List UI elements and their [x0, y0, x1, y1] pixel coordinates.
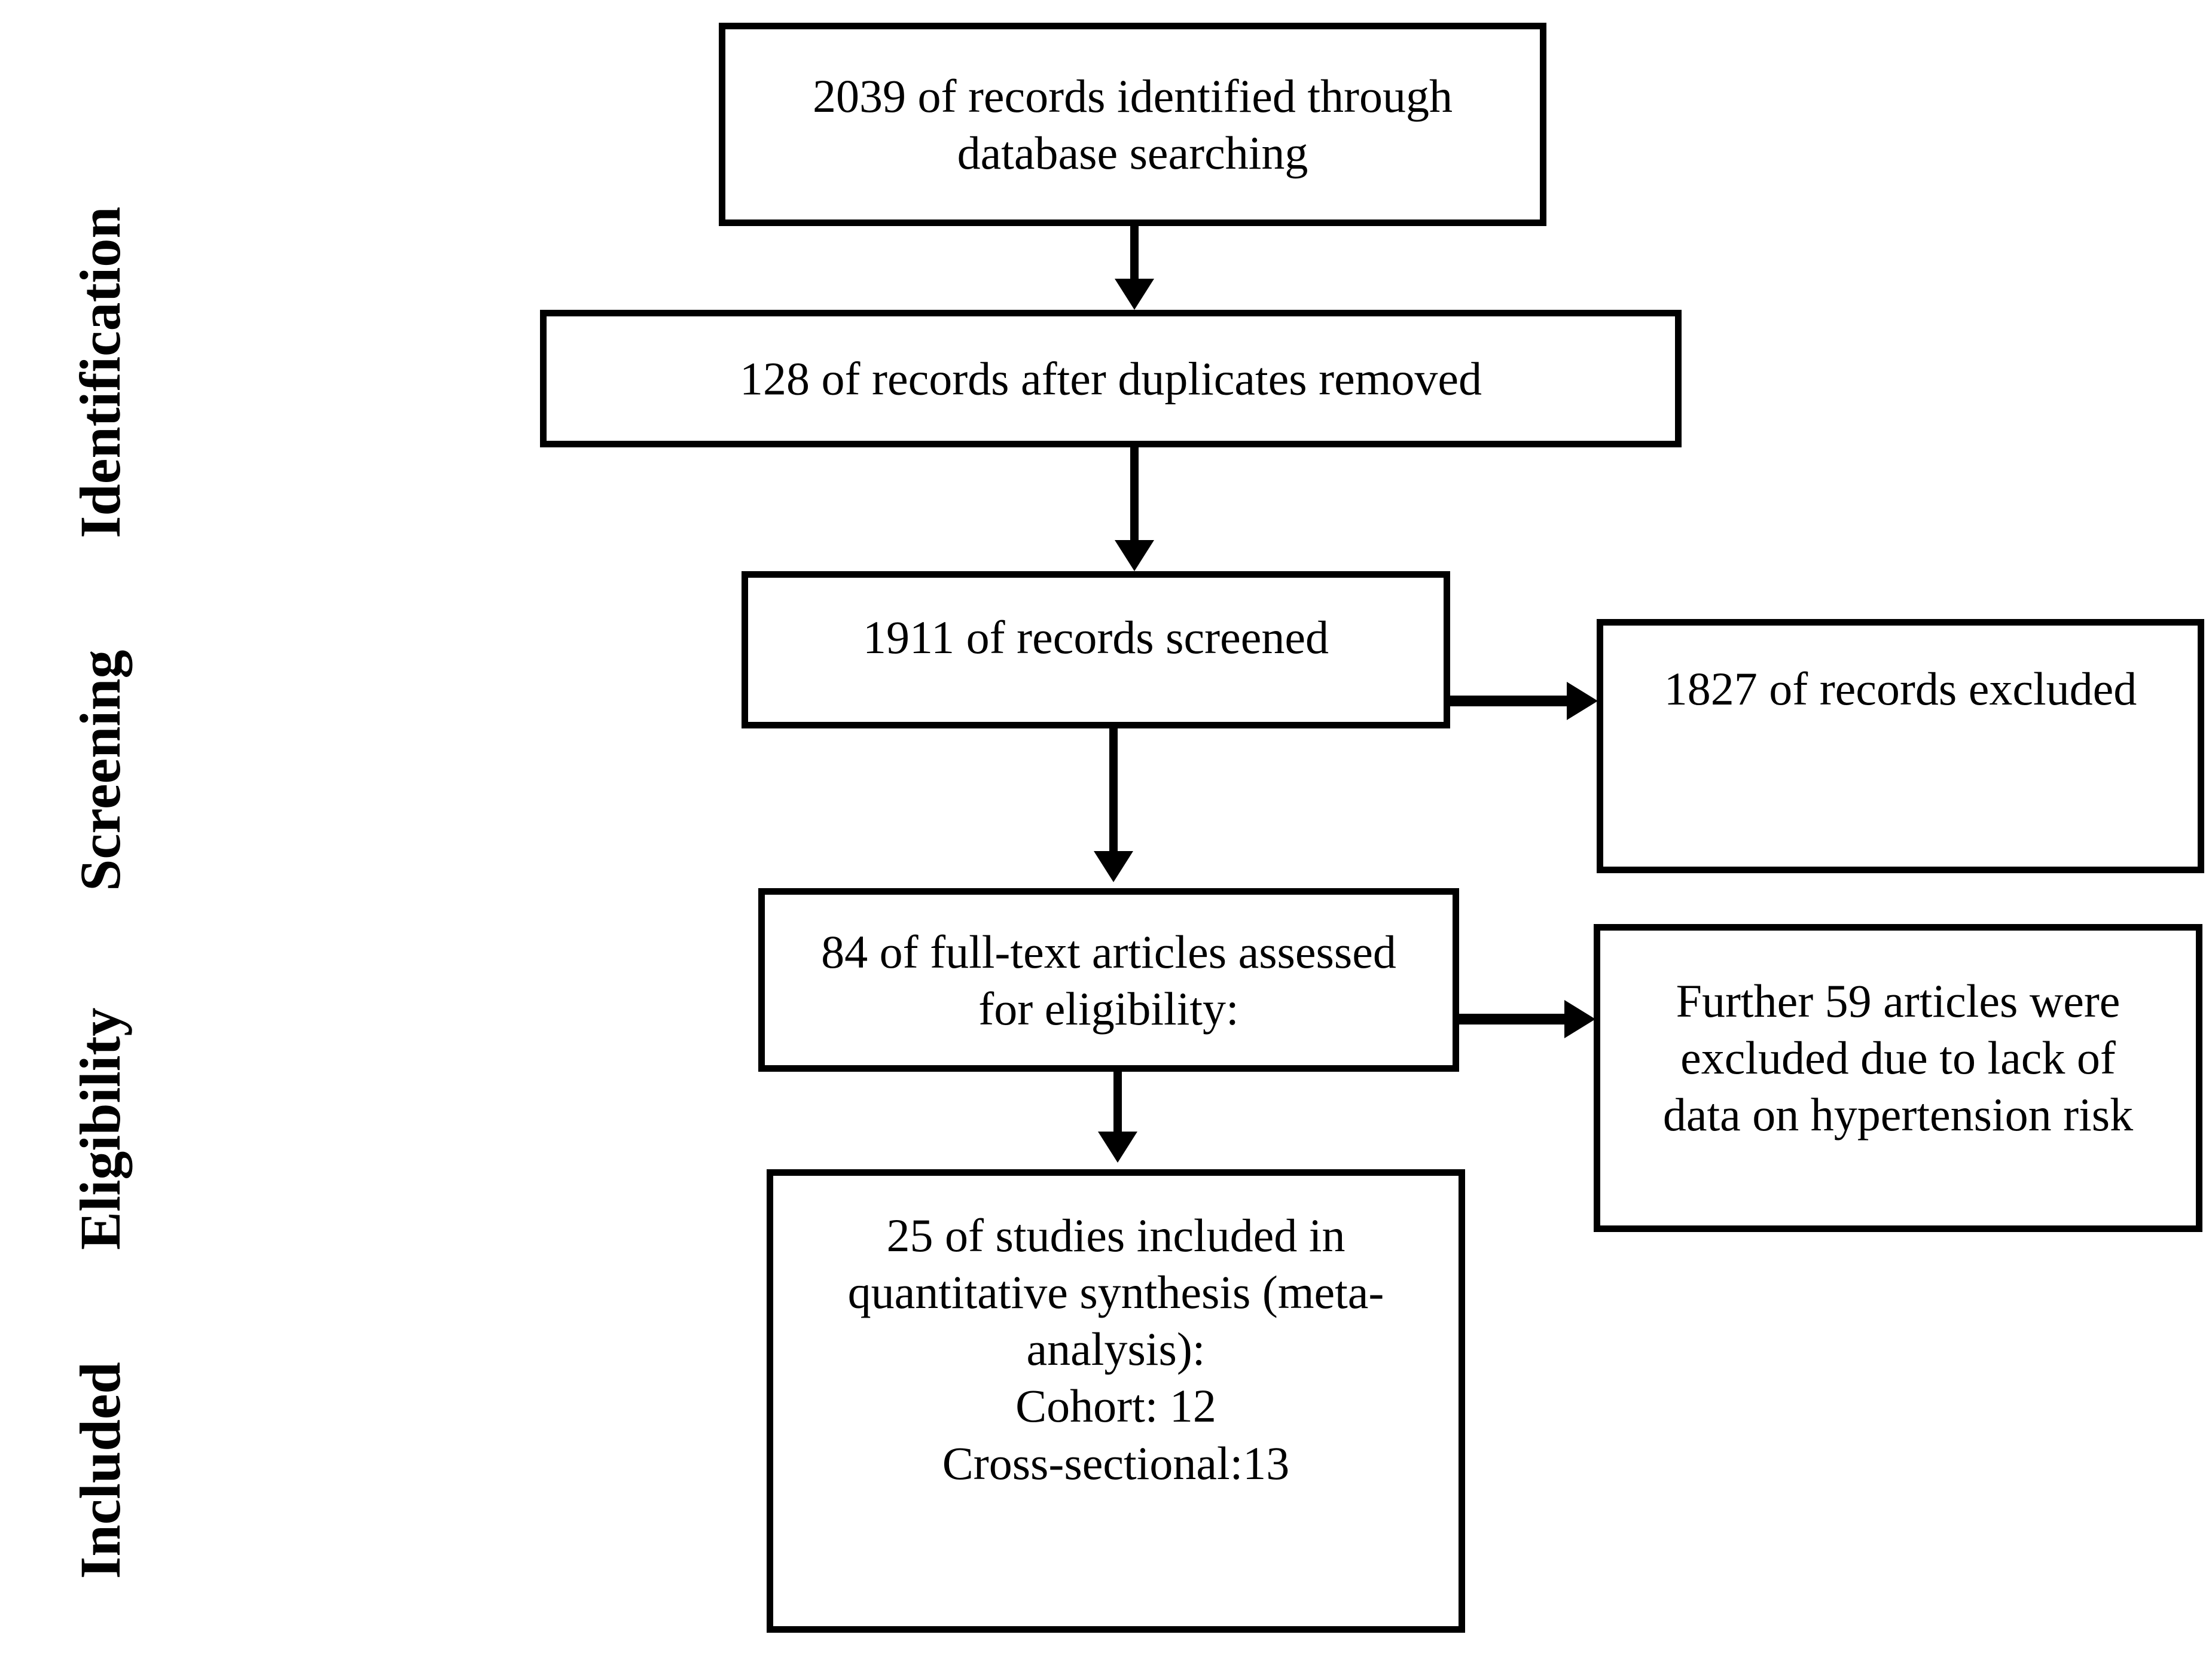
arrow-duplicates-to-screened-head	[1115, 540, 1154, 571]
arrow-screened-to-excluded-stem	[1450, 696, 1570, 706]
box-fulltext-excluded-line2: excluded due to lack of	[1680, 1032, 2116, 1084]
stage-label-identification: Identification	[68, 206, 132, 538]
box-included-studies: 25 of studies included in quantitative s…	[767, 1169, 1465, 1633]
box-included-studies-line4: Cohort: 12	[1015, 1380, 1216, 1432]
stage-label-included: Included	[68, 1362, 132, 1579]
box-records-identified-line2: database searching	[957, 127, 1308, 179]
arrow-fulltext-to-included-head	[1098, 1132, 1137, 1163]
box-fulltext-assessed: 84 of full-text articles assessed for el…	[758, 888, 1459, 1072]
box-records-screened: 1911 of records screened	[742, 571, 1450, 728]
box-records-identified-text: 2039 of records identified through datab…	[725, 68, 1540, 181]
arrow-identified-to-duplicates-stem	[1130, 226, 1139, 286]
box-records-screened-text: 1911 of records screened	[748, 609, 1444, 666]
box-duplicates-removed-text: 128 of records after duplicates removed	[547, 350, 1675, 407]
box-records-excluded: 1827 of records excluded	[1597, 619, 2204, 873]
box-fulltext-excluded-line1: Further 59 articles were	[1676, 975, 2121, 1027]
box-fulltext-assessed-line1: 84 of full-text articles assessed	[821, 925, 1396, 978]
box-records-identified: 2039 of records identified through datab…	[719, 23, 1546, 226]
box-included-studies-line3: analysis):	[1026, 1323, 1206, 1376]
box-records-excluded-text: 1827 of records excluded	[1603, 660, 2198, 717]
box-fulltext-excluded-line3: data on hypertension risk	[1662, 1088, 2134, 1141]
box-records-screened-line1: 1911 of records screened	[863, 611, 1329, 663]
box-fulltext-excluded-text: Further 59 articles were excluded due to…	[1600, 972, 2196, 1143]
arrow-identified-to-duplicates-head	[1115, 279, 1154, 310]
box-records-excluded-line1: 1827 of records excluded	[1664, 663, 2137, 715]
box-included-studies-line5: Cross-sectional:13	[942, 1437, 1290, 1489]
box-fulltext-excluded: Further 59 articles were excluded due to…	[1594, 924, 2202, 1232]
box-included-studies-line1: 25 of studies included in	[886, 1209, 1345, 1261]
arrow-duplicates-to-screened-stem	[1130, 447, 1139, 546]
arrow-screened-to-fulltext-stem	[1109, 728, 1118, 857]
box-duplicates-removed: 128 of records after duplicates removed	[540, 310, 1682, 447]
arrow-fulltext-to-excluded-stem	[1459, 1014, 1570, 1025]
box-included-studies-line2: quantitative synthesis (meta-	[847, 1266, 1384, 1319]
arrow-screened-to-fulltext-head	[1094, 851, 1133, 882]
stage-label-eligibility: Eligibility	[68, 1007, 132, 1250]
arrow-screened-to-excluded-head	[1567, 682, 1598, 720]
box-duplicates-removed-line1: 128 of records after duplicates removed	[740, 352, 1482, 405]
arrow-fulltext-to-excluded-head	[1564, 1000, 1595, 1038]
stage-label-screening: Screening	[68, 650, 132, 891]
box-records-identified-line1: 2039 of records identified through	[812, 69, 1453, 122]
box-included-studies-text: 25 of studies included in quantitative s…	[773, 1207, 1459, 1492]
box-fulltext-assessed-text: 84 of full-text articles assessed for el…	[765, 923, 1453, 1036]
arrow-fulltext-to-included-stem	[1113, 1072, 1122, 1136]
box-fulltext-assessed-line2: for eligibility:	[978, 982, 1239, 1035]
